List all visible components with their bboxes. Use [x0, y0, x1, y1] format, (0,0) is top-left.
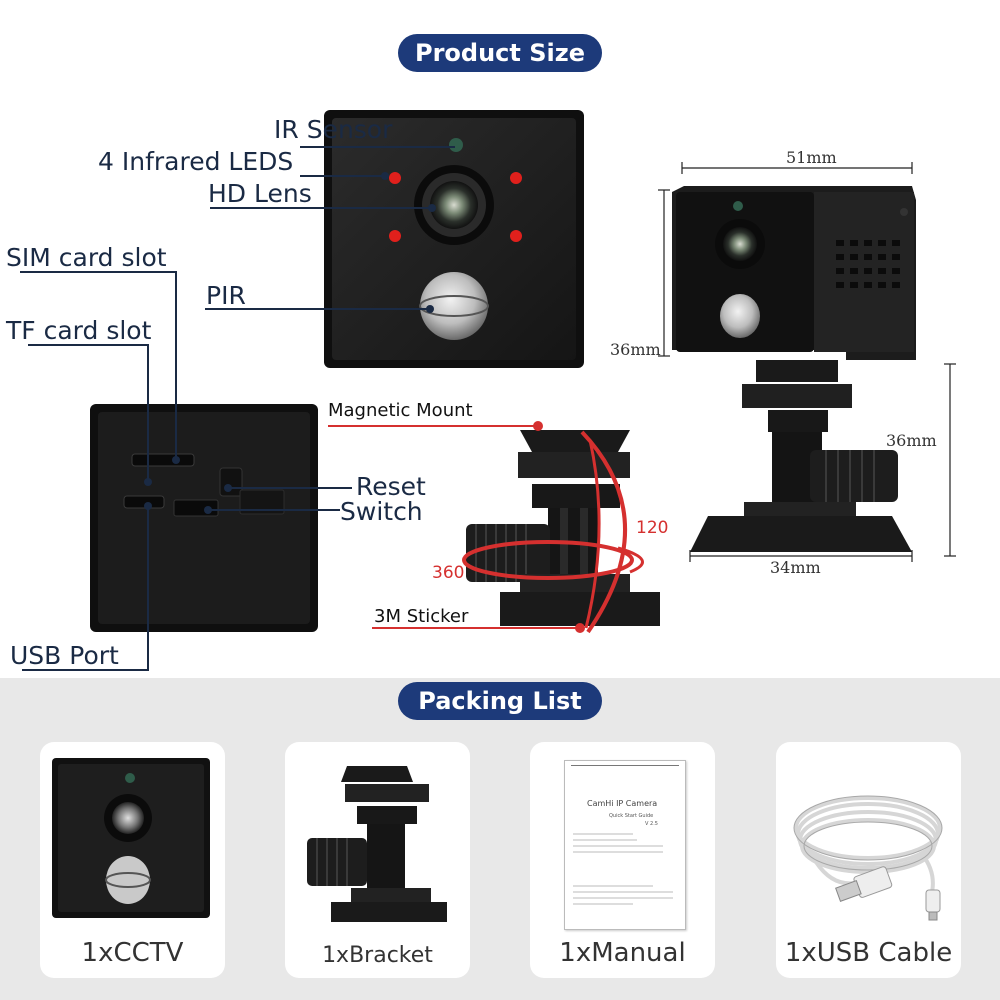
usb-port-label: USB Port: [10, 641, 119, 670]
switch-label: Switch: [340, 497, 423, 526]
product-illustrations: [20, 110, 956, 671]
led-top-right: [510, 172, 522, 184]
usb-cable-image: [793, 795, 943, 921]
dimension-height: 36mm: [610, 340, 661, 359]
packing-item-label: 1xBracket: [322, 943, 433, 968]
manual-title: CamHi IP Camera: [587, 799, 658, 808]
sticker-label: 3M Sticker: [374, 606, 469, 627]
hd-lens-label: HD Lens: [208, 179, 312, 208]
packing-item-label: 1xCCTV: [81, 938, 184, 968]
product-size-header: Product Size: [398, 34, 602, 72]
packing-item-bracket: 1xBracket: [285, 742, 470, 978]
tf-slot: [123, 495, 165, 509]
manual-image: CamHi IP Camera Quick Start Guide V 2.5: [564, 760, 686, 930]
reset-label: Reset: [356, 472, 426, 501]
tf-card-slot-label: TF card slot: [6, 316, 152, 345]
led-top-left: [389, 172, 401, 184]
reset-hole: [219, 467, 243, 497]
camera-3d-view: [672, 186, 916, 552]
sim-slot: [131, 453, 195, 467]
rotation-120-label: 120: [636, 518, 669, 538]
ir-sensor-label: IR Sensor: [274, 115, 393, 144]
packing-item-label: 1xManual: [559, 938, 686, 968]
magnetic-mount-illustration: [466, 430, 660, 626]
infrared-leds-label: 4 Infrared LEDS: [98, 147, 294, 176]
camera-front-view: [324, 110, 584, 368]
packing-item-label: 1xUSB Cable: [784, 938, 953, 968]
packing-list-header: Packing List: [398, 682, 602, 720]
bracket-image: [307, 766, 447, 922]
dimension-width: 51mm: [786, 148, 837, 167]
sim-card-slot-label: SIM card slot: [6, 243, 167, 272]
manual-version: V 2.5: [645, 821, 658, 827]
dimension-depth: 34mm: [770, 558, 821, 577]
rotation-360-label: 360: [432, 563, 465, 583]
led-bottom-left: [389, 230, 401, 242]
pir-label: PIR: [206, 281, 246, 310]
packing-item-usb-cable: 1xUSB Cable: [776, 742, 961, 978]
packing-item-cctv: 1xCCTV: [40, 742, 225, 978]
packing-item-manual: CamHi IP Camera Quick Start Guide V 2.5 …: [530, 742, 715, 978]
manual-subtitle: Quick Start Guide: [609, 813, 654, 819]
pir-sensor: [420, 272, 488, 340]
camera-back-view: [90, 404, 318, 632]
dimension-mount-height: 36mm: [886, 431, 937, 450]
cctv-image: [52, 758, 210, 918]
ir-sensor-dot: [449, 138, 463, 152]
magnetic-mount-label: Magnetic Mount: [328, 400, 473, 421]
led-bottom-right: [510, 230, 522, 242]
